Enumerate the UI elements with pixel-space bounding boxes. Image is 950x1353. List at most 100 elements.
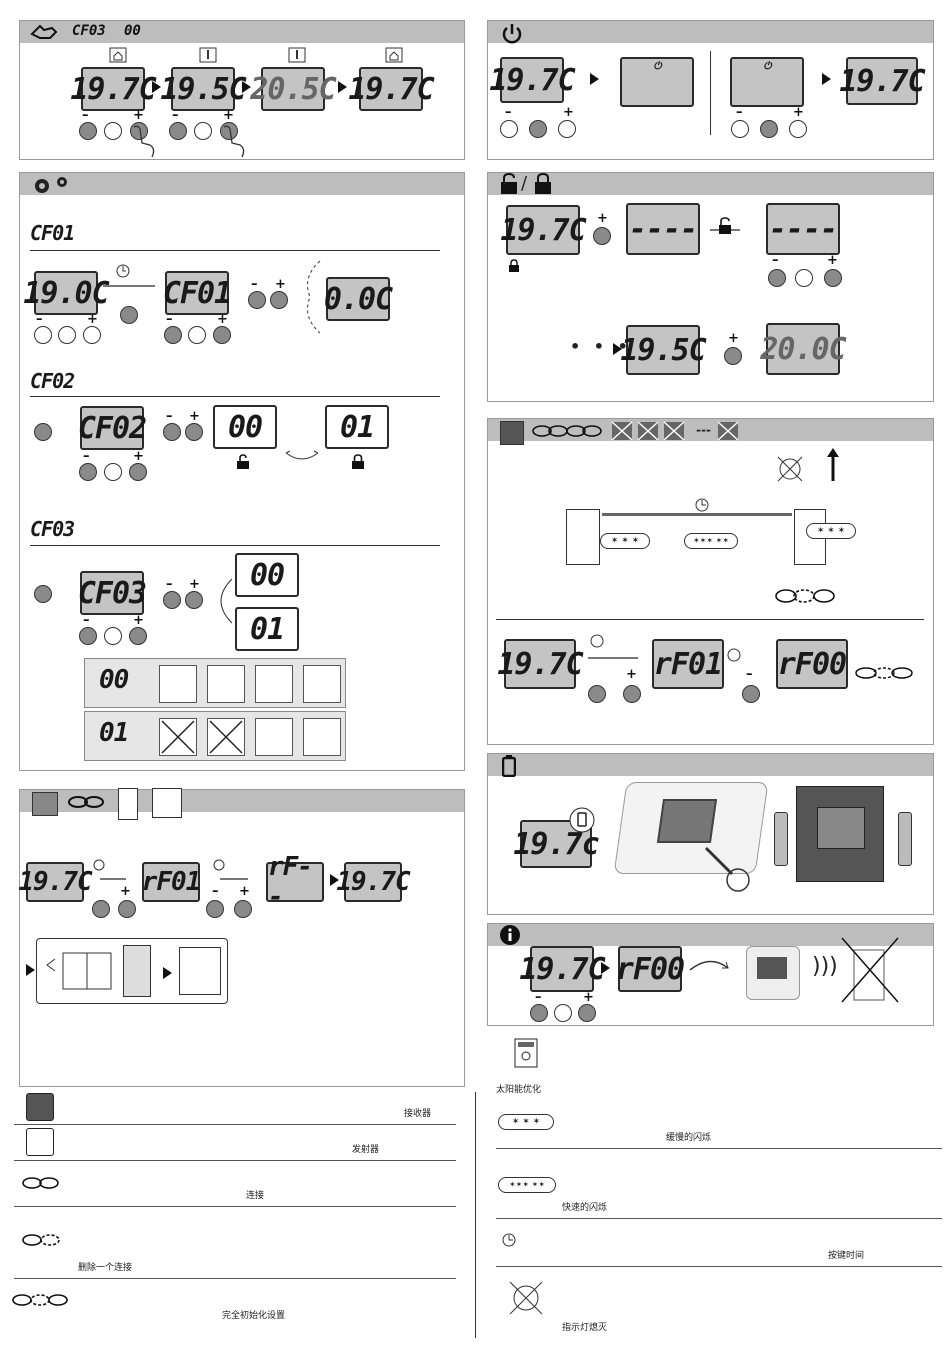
home-icon xyxy=(109,47,127,63)
mode-button[interactable] xyxy=(188,326,206,344)
minus-button[interactable] xyxy=(742,685,760,703)
mode-button-pressed[interactable] xyxy=(120,306,138,324)
solar-icon xyxy=(303,665,341,703)
cf03-row-00: 00 xyxy=(84,658,346,708)
panel-pairing: 19.7C + rF01 – + rF-- 19.7C xyxy=(18,788,465,1087)
divider xyxy=(14,1124,456,1125)
arrow xyxy=(242,81,251,93)
plus-button[interactable] xyxy=(724,347,742,365)
panel-info: 19.7C rF00 ))) – + xyxy=(487,923,934,1026)
plus-button[interactable] xyxy=(824,269,842,287)
mode-button[interactable] xyxy=(104,627,122,645)
clock-icon xyxy=(213,859,225,871)
minus-button[interactable] xyxy=(163,423,181,441)
plus-button[interactable] xyxy=(789,120,807,138)
mode-button[interactable] xyxy=(104,463,122,481)
arrow xyxy=(330,874,339,886)
minus-button[interactable] xyxy=(500,120,518,138)
minus-button[interactable] xyxy=(92,900,110,918)
plus-button[interactable] xyxy=(185,591,203,609)
unlock-icon xyxy=(719,217,731,234)
row-code: 00 xyxy=(99,665,129,695)
plus-button[interactable] xyxy=(83,326,101,344)
plus-button[interactable] xyxy=(129,627,147,645)
plus-button[interactable] xyxy=(558,120,576,138)
receiver-crossed-icon xyxy=(841,937,899,1003)
plus-label: + xyxy=(223,108,234,123)
minus-button[interactable] xyxy=(163,591,181,609)
plus-button[interactable] xyxy=(234,900,252,918)
lock-icon xyxy=(509,259,519,272)
minus-button[interactable] xyxy=(79,122,97,140)
receiver-icon xyxy=(26,1093,54,1121)
plus-label: + xyxy=(133,613,144,628)
cf03-title: CF03 xyxy=(30,517,75,541)
panel-temp-adjust: CF03 00 19.7C 19.5C 20.5C 19.7C – + – + xyxy=(19,20,465,160)
hand-icon xyxy=(30,24,58,39)
mode-button[interactable] xyxy=(588,685,606,703)
info-display-1: 19.7C xyxy=(519,946,606,992)
minus-label: – xyxy=(82,108,89,123)
remote-screen xyxy=(757,957,787,979)
minus-button[interactable] xyxy=(169,122,187,140)
plus-label: + xyxy=(133,449,144,464)
minus-button[interactable] xyxy=(34,326,52,344)
plus-button[interactable] xyxy=(213,326,231,344)
led-slow: ✶ ✶ ✶ xyxy=(600,533,650,549)
gear-icon xyxy=(35,177,67,193)
led-fast: ✶✶✶ ✶✶ xyxy=(684,533,738,549)
mode-button[interactable] xyxy=(529,120,547,138)
aa-battery xyxy=(774,812,788,866)
cf02-option-b: 01 xyxy=(325,405,389,449)
led-off-icon xyxy=(509,1281,543,1315)
mode-button[interactable] xyxy=(554,1004,572,1022)
receiver-box-icon xyxy=(159,665,197,703)
lock-icon xyxy=(535,173,551,194)
plus-button[interactable] xyxy=(185,423,203,441)
plus-button[interactable] xyxy=(270,291,288,309)
mode-button[interactable] xyxy=(104,122,122,140)
minus-button[interactable] xyxy=(164,326,182,344)
plus-button[interactable] xyxy=(118,900,136,918)
minus-label: – xyxy=(746,667,753,682)
cf01-title: CF01 xyxy=(30,221,75,245)
thermometer-crossed-icon xyxy=(207,718,245,756)
minus-button[interactable] xyxy=(79,463,97,481)
plus-label: + xyxy=(87,312,98,327)
mode-button-pressed[interactable] xyxy=(34,423,52,441)
delete-link-icon xyxy=(22,1234,60,1246)
choice-arrows xyxy=(220,578,233,624)
mode-button[interactable] xyxy=(194,122,212,140)
divider xyxy=(496,1148,942,1149)
cf01-start-display: 19.0C xyxy=(23,271,110,315)
finger-press-icon xyxy=(223,125,245,158)
plus-label: + xyxy=(626,667,637,682)
plus-button[interactable] xyxy=(129,463,147,481)
plus-button[interactable] xyxy=(578,1004,596,1022)
plus-label: + xyxy=(827,253,838,268)
device-screen xyxy=(656,799,718,843)
pair-display-1: 19.7C xyxy=(18,862,93,902)
minus-button[interactable] xyxy=(248,291,266,309)
cf03-row-01: 01 xyxy=(84,711,346,761)
minus-button[interactable] xyxy=(79,627,97,645)
minus-label: – xyxy=(212,884,219,899)
minus-button[interactable] xyxy=(206,900,224,918)
mode-button[interactable] xyxy=(58,326,76,344)
plus-button[interactable] xyxy=(593,227,611,245)
home-icon xyxy=(385,47,403,63)
hold-arrow xyxy=(220,878,248,880)
divider xyxy=(30,545,440,546)
hold-arrow xyxy=(103,285,155,287)
minus-button[interactable] xyxy=(768,269,786,287)
lock-display-1: 19.7C xyxy=(500,205,587,255)
minus-button[interactable] xyxy=(530,1004,548,1022)
mode-button[interactable] xyxy=(795,269,813,287)
minus-button[interactable] xyxy=(731,120,749,138)
legend-left: 接收器 发射器 连接 删除一个连接 完全初始化设置 xyxy=(0,1090,470,1353)
mode-button-pressed[interactable] xyxy=(34,585,52,603)
plus-button[interactable] xyxy=(623,685,641,703)
mode-button[interactable] xyxy=(760,120,778,138)
receiver-box xyxy=(566,509,600,565)
power-icon xyxy=(502,24,522,44)
